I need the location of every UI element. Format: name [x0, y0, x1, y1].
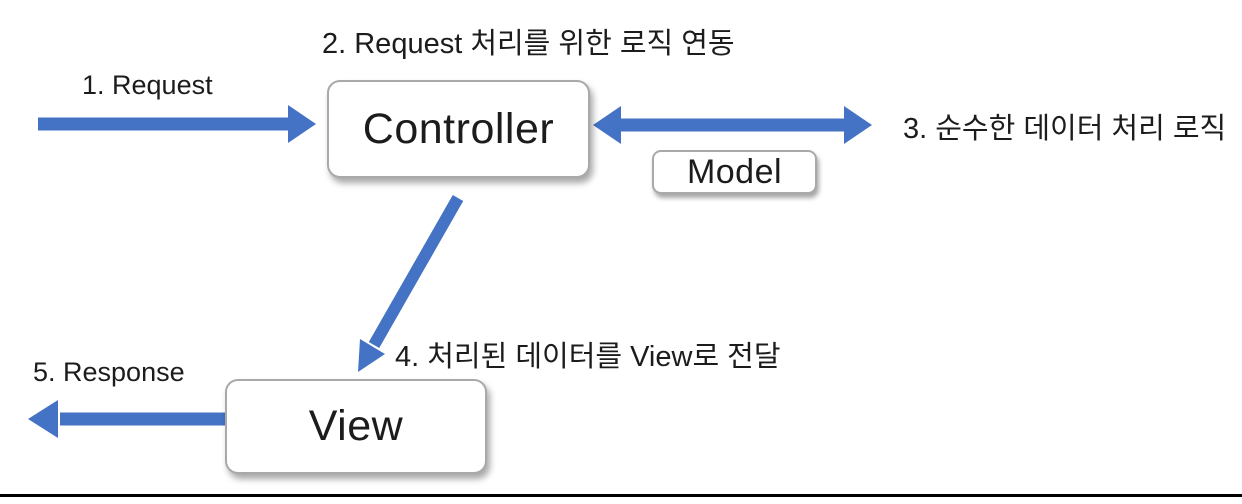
step4-label: 4. 처리된 데이터를 View로 전달 — [395, 341, 781, 373]
step5-label: 5. Response — [33, 357, 185, 387]
controller-node-label: Controller — [362, 104, 555, 153]
controller-model-arrow — [593, 106, 872, 144]
controller-node: Controller — [327, 80, 590, 178]
step1-label: 1. Request — [82, 70, 213, 100]
view-node-label: View — [308, 402, 404, 450]
step2-label: 2. Request 처리를 위한 로직 연동 — [322, 28, 735, 60]
step3-label: 3. 순수한 데이터 처리 로직 — [903, 113, 1227, 145]
model-node-label: Model — [686, 152, 783, 191]
model-node: Model — [652, 150, 817, 194]
response-arrow — [28, 400, 225, 438]
bottom-border-line — [0, 494, 1242, 497]
request-arrow — [38, 105, 316, 143]
view-node: View — [225, 379, 487, 474]
